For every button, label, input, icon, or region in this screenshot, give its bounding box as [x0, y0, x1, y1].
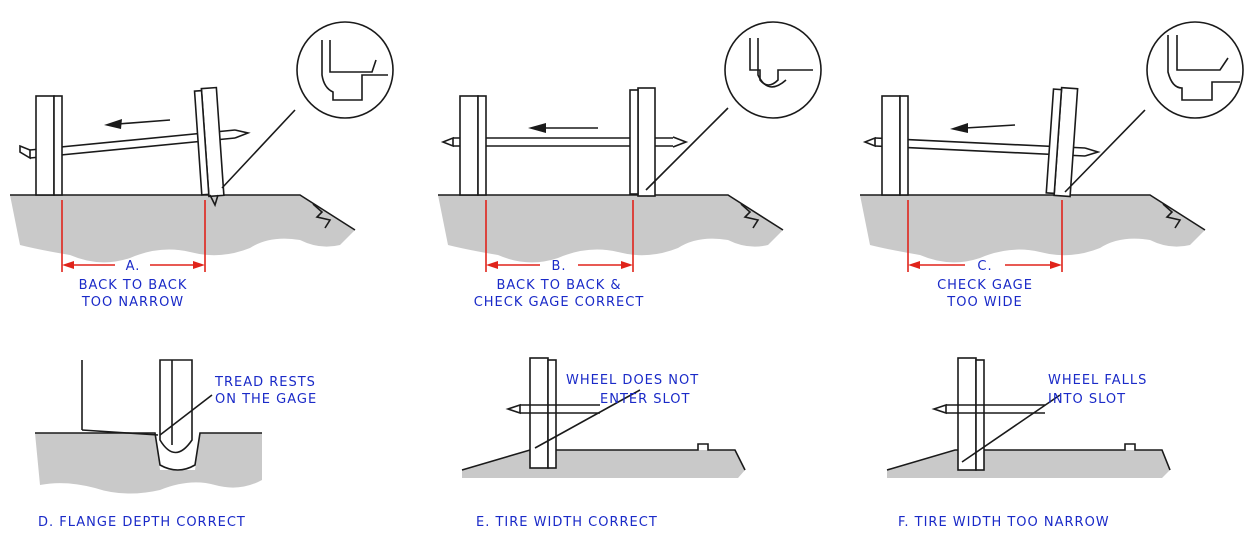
- detail-circle-a: [221, 21, 394, 189]
- note-d-line1: TREAD RESTS: [214, 375, 316, 390]
- detail-circle-b: [645, 21, 822, 191]
- note-e-line1: WHEEL DOES NOT: [566, 373, 699, 388]
- dimension-b: [485, 200, 634, 272]
- note-e-line2: ENTER SLOT: [600, 392, 690, 407]
- label-c-line1: CHECK GAGE: [937, 278, 1033, 293]
- panel-a: A. BACK TO BACK TOO NARROW: [9, 21, 394, 310]
- note-d-line2: ON THE GAGE: [215, 392, 317, 407]
- wheelset-a: [19, 86, 251, 208]
- detail-circle-c: [1064, 21, 1244, 193]
- panel-f: WHEEL FALLS INTO SLOT F. TIRE WIDTH TOO …: [886, 357, 1171, 530]
- note-f-line1: WHEEL FALLS: [1048, 373, 1147, 388]
- panel-c: C. CHECK GAGE TOO WIDE: [859, 21, 1244, 310]
- label-a-line1: BACK TO BACK: [79, 278, 188, 293]
- direction-arrow-a: [104, 119, 171, 129]
- gage-block-c: [859, 194, 1206, 264]
- direction-arrow-b: [528, 123, 598, 133]
- wheelset-b: [440, 87, 689, 197]
- caption-f: F. TIRE WIDTH TOO NARROW: [898, 515, 1110, 530]
- label-a-line2: TOO NARROW: [81, 295, 184, 310]
- direction-arrow-c: [950, 123, 1016, 133]
- label-a-letter: A.: [126, 259, 141, 274]
- dimension-c: [907, 200, 1063, 272]
- caption-e: E. TIRE WIDTH CORRECT: [476, 515, 658, 530]
- note-f-line2: INTO SLOT: [1048, 392, 1126, 407]
- caption-d: D. FLANGE DEPTH CORRECT: [38, 515, 246, 530]
- wheelset-c: [862, 86, 1101, 198]
- panel-e: WHEEL DOES NOT ENTER SLOT E. TIRE WIDTH …: [461, 357, 746, 530]
- gage-block-b: [437, 194, 784, 264]
- dimension-a: [61, 200, 206, 272]
- label-c-letter: C.: [977, 259, 992, 274]
- label-b-line1: BACK TO BACK &: [496, 278, 621, 293]
- label-c-line2: TOO WIDE: [946, 295, 1022, 310]
- panel-b: B. BACK TO BACK & CHECK GAGE CORRECT: [437, 21, 822, 310]
- panel-d: TREAD RESTS ON THE GAGE D. FLANGE DEPTH …: [35, 359, 317, 530]
- label-b-line2: CHECK GAGE CORRECT: [474, 295, 645, 310]
- label-b-letter: B.: [551, 259, 566, 274]
